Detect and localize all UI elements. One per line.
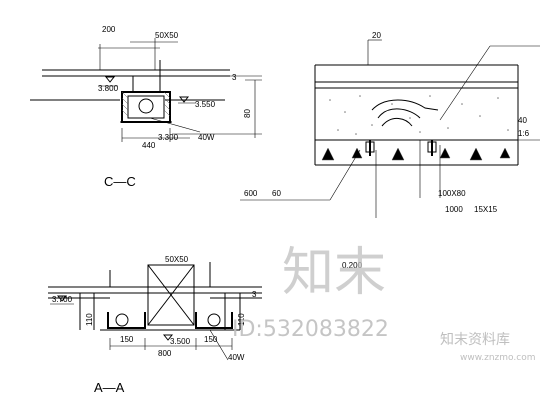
cc-light: 40W	[198, 133, 215, 142]
detail-ratio: 1:6	[518, 129, 530, 138]
aa-section-title: A—A	[94, 380, 125, 395]
watermark-url: www.znzmo.com	[460, 353, 535, 363]
detail-dim-top: 20	[372, 31, 381, 40]
aa-dim-150b: 150	[204, 335, 218, 344]
floor-detail: 20 40 1:6 600 60 100X80 1000 15X15 0.200	[240, 31, 540, 270]
aa-light: 40W	[228, 353, 245, 362]
watermark-brand: 知末	[282, 243, 386, 303]
aa-dim-v-right: 110	[237, 313, 246, 326]
detail-dim-40: 40	[518, 116, 527, 125]
cc-dim-base: 440	[142, 141, 156, 150]
detail-spacing: 1000	[445, 205, 463, 214]
detail-dim-600: 600	[244, 189, 258, 198]
aa-dim-v-left: 110	[85, 313, 94, 326]
aa-dim-800: 800	[158, 349, 172, 358]
watermark-id: ID:532083822	[232, 317, 389, 342]
section-aa: 50X50 3 3.700 3.500 110 110 150 800 150 …	[48, 255, 262, 395]
aa-elev-left: 3.700	[52, 295, 73, 304]
watermark-site: 知末资料库	[440, 331, 510, 348]
aa-dim-right: 3	[252, 290, 257, 299]
watermark: 知末 ID:532083822 知末资料库 www.znzmo.com	[232, 243, 535, 363]
detail-elev: 0.200	[342, 261, 363, 270]
detail-dim-60: 60	[272, 189, 281, 198]
cc-dim-height: 80	[243, 109, 252, 118]
cc-elev-bottom: 3.300	[158, 133, 179, 142]
cc-elev-left: 3.800	[98, 84, 119, 93]
cc-section-title: C—C	[104, 174, 136, 189]
cc-elev-right: 3.550	[195, 100, 216, 109]
aa-elev-mid: 3.500	[170, 337, 191, 346]
aa-dim-anchor: 50X50	[165, 255, 189, 264]
section-cc: 200 50X50 3 3.800 3.550 3.300 440 40W 80…	[30, 25, 262, 189]
detail-size: 100X80	[438, 189, 466, 198]
cc-dim-right: 3	[232, 73, 237, 82]
detail-bolt: 15X15	[474, 205, 498, 214]
aa-dim-150a: 150	[120, 335, 134, 344]
cc-dim-top-width: 200	[102, 25, 116, 34]
cc-dim-anchor: 50X50	[155, 31, 179, 40]
